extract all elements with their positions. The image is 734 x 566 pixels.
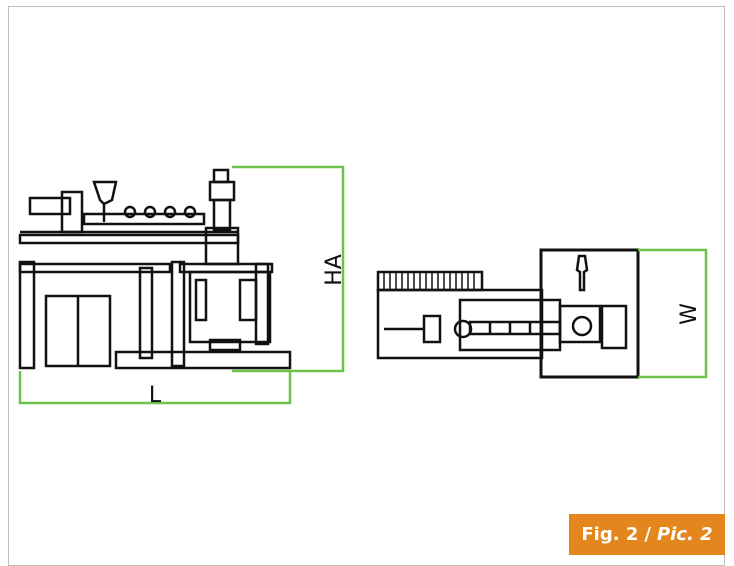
top-dimensions [638,248,708,379]
side-view [18,168,292,370]
caption-separator: / [644,524,651,545]
top-hatch-block [376,270,484,292]
side-barrel [82,212,206,226]
top-ejector [575,254,589,292]
dim-height-line [232,165,345,373]
dim-length-line [18,371,292,405]
caption-fig: Fig. 2 [581,524,639,545]
dim-width-label: W [677,303,702,325]
dim-height-label: HA [322,254,347,286]
side-mold [188,270,272,344]
side-left-frame [18,260,36,370]
dim-length-label: L [149,383,162,408]
side-hopper [92,180,118,206]
dim-width-line [638,248,708,379]
side-motor [28,196,72,216]
top-clamp-housing [539,248,640,379]
top-view [376,248,640,379]
top-screw [468,320,562,336]
fig-badge-bg [569,514,725,555]
side-clamp-top [212,168,230,184]
top-motor [422,314,442,344]
caption-pic: Pic. 2 [656,524,713,545]
side-base [114,350,292,370]
side-dimensions [18,165,345,405]
figure-caption-badge: Fig. 2 / Pic. 2 [569,514,725,555]
